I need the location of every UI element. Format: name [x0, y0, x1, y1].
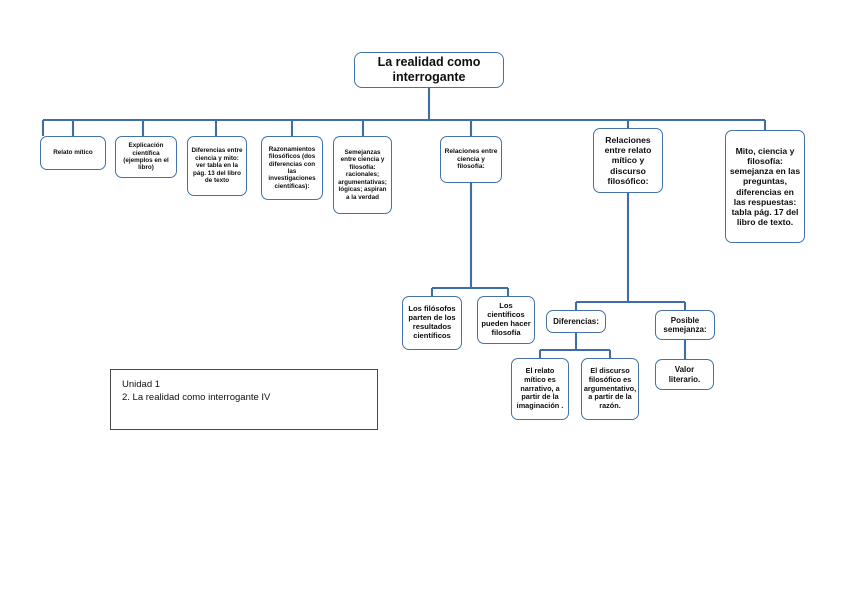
caption-box: Unidad 1 2. La realidad como interrogant…	[110, 369, 378, 430]
node-relato-narrativo-label: El relato mítico es narrativo, a partir …	[516, 366, 564, 410]
node-diferencias-ciencia-mito-label: Diferencias entre ciencia y mito: ver ta…	[191, 147, 243, 185]
caption-unit: Unidad 1	[122, 379, 161, 390]
node-relato-mitico-label: Relato mítico	[53, 149, 93, 157]
node-discurso-argumentativo[interactable]: El discurso filosófico es argumentativo,…	[581, 358, 639, 420]
node-relato-mitico[interactable]: Relato mítico	[40, 136, 106, 170]
node-mito-ciencia-filosofia[interactable]: Mito, ciencia y filosofía: semejanza en …	[725, 130, 805, 243]
node-diferencias[interactable]: Diferencias:	[546, 310, 606, 333]
node-mito-ciencia-filosofia-label: Mito, ciencia y filosofía: semejanza en …	[729, 145, 801, 227]
node-root-label: La realidad como interrogante	[377, 55, 481, 84]
node-relato-narrativo[interactable]: El relato mítico es narrativo, a partir …	[511, 358, 569, 420]
node-explicacion-cientifica-label: Explicación científica (ejemplos en el l…	[123, 142, 169, 172]
node-relaciones-ciencia-filosofia-label: Relaciones entre ciencia y filosofía:	[444, 147, 498, 171]
node-diferencias-ciencia-mito[interactable]: Diferencias entre ciencia y mito: ver ta…	[187, 136, 247, 196]
node-cientificos-filosofia-label: Los científicos pueden hacer filosofía	[481, 301, 531, 337]
node-razonamientos-filosoficos-label: Razonamientos filosóficos (dos diferenci…	[268, 145, 316, 190]
node-relaciones-ciencia-filosofia[interactable]: Relaciones entre ciencia y filosofía:	[440, 136, 502, 183]
node-relaciones-relato-discurso[interactable]: Relaciones entre relato mítico y discurs…	[593, 128, 663, 193]
node-root[interactable]: La realidad como interrogante	[354, 52, 504, 88]
node-discurso-argumentativo-label: El discurso filosófico es argumentativo,…	[583, 366, 637, 410]
node-semejanzas-ciencia-filosofia-label: Semejanzas entre ciencia y filosofía: ra…	[338, 149, 387, 201]
node-valor-literario[interactable]: Valor literario.	[655, 359, 714, 390]
node-diferencias-label: Diferencias:	[553, 316, 599, 326]
node-posible-semejanza-label: Posible semejanza:	[663, 315, 707, 334]
caption-topic: 2. La realidad como interrogante IV	[122, 391, 271, 403]
node-razonamientos-filosoficos[interactable]: Razonamientos filosóficos (dos diferenci…	[261, 136, 323, 200]
node-semejanzas-ciencia-filosofia[interactable]: Semejanzas entre ciencia y filosofía: ra…	[333, 136, 392, 214]
node-cientificos-filosofia[interactable]: Los científicos pueden hacer filosofía	[477, 296, 535, 344]
node-explicacion-cientifica[interactable]: Explicación científica (ejemplos en el l…	[115, 136, 177, 178]
node-valor-literario-label: Valor literario.	[668, 365, 701, 384]
node-posible-semejanza[interactable]: Posible semejanza:	[655, 310, 715, 340]
node-filosofos-parten-label: Los filósofos parten de los resultados c…	[408, 304, 456, 340]
node-filosofos-parten[interactable]: Los filósofos parten de los resultados c…	[402, 296, 462, 350]
node-relaciones-relato-discurso-label: Relaciones entre relato mítico y discurs…	[604, 135, 652, 186]
